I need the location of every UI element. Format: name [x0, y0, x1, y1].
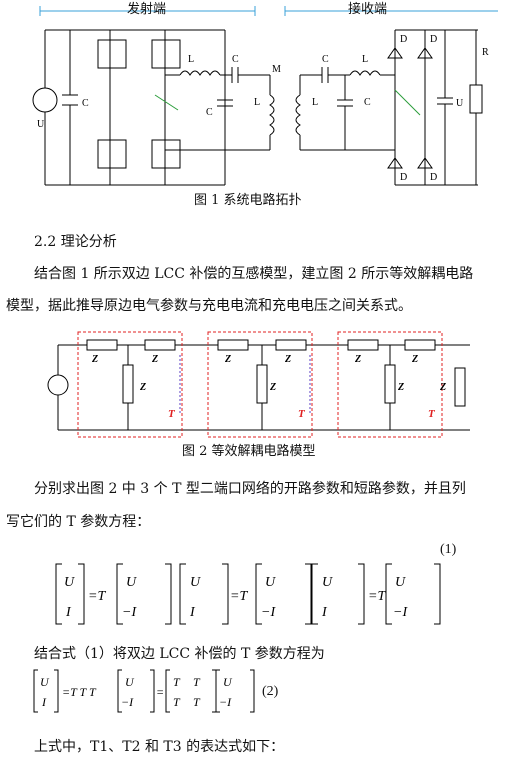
ubus-label: U [37, 119, 45, 130]
svg-text:=T: =T [368, 589, 386, 604]
svg-text:M: M [272, 64, 281, 75]
svg-text:=T: =T [230, 589, 248, 604]
svg-text:D: D [430, 172, 437, 183]
paragraph-2-line-1: 分别求出图 2 中 3 个 T 型二端口网络的开路参数和短路参数，并且列 [34, 481, 466, 497]
svg-text:T: T [168, 408, 176, 420]
svg-text:T: T [193, 695, 201, 709]
svg-text:T: T [193, 675, 201, 689]
svg-text:L: L [312, 97, 318, 108]
figure-2-caption: 图 2 等效解耦电路模型 [182, 444, 316, 459]
svg-text:U: U [223, 675, 233, 689]
svg-text:U: U [40, 675, 50, 689]
paragraph-4: 上式中，T1、T2 和 T3 的表达式如下： [34, 739, 285, 755]
figure-1-caption: 图 1 系统电路拓扑 [194, 193, 302, 208]
svg-text:I: I [65, 605, 72, 620]
svg-text:C: C [232, 54, 239, 65]
svg-text:U: U [456, 98, 464, 109]
paragraph-1-line-2: 模型，据此推导原边电气参数与充电电流和充电电压之间关系式。 [6, 298, 412, 314]
svg-text:U: U [190, 575, 201, 590]
rx-label: 接收端 [348, 2, 388, 17]
svg-text:Z: Z [139, 382, 146, 393]
section-heading: 2.2 理论分析 [34, 234, 117, 250]
svg-text:Z: Z [439, 382, 446, 393]
svg-text:U: U [64, 575, 75, 590]
figure-1-circuit-topology: U C L C C L M L C C L D D D D R U [32, 6, 498, 186]
svg-text:I: I [41, 695, 47, 709]
svg-text:L: L [188, 54, 194, 65]
svg-text:=T: =T [88, 589, 106, 604]
svg-text:U: U [126, 575, 137, 590]
svg-text:C: C [206, 107, 213, 118]
svg-text:=T T T: =T T T [62, 685, 97, 699]
svg-text:Z: Z [284, 354, 291, 365]
svg-text:U: U [125, 675, 135, 689]
svg-text:T: T [298, 408, 306, 420]
svg-text:T: T [173, 695, 181, 709]
svg-text:R: R [482, 47, 489, 58]
svg-text:Z: Z [397, 382, 404, 393]
paragraph-1-line-1: 结合图 1 所示双边 LCC 补偿的互感模型，建立图 2 所示等效解耦电路 [34, 266, 474, 282]
svg-text:U: U [265, 575, 276, 590]
svg-text:Z: Z [91, 354, 98, 365]
equation-2-number: (2) [262, 684, 279, 699]
svg-text:D: D [400, 34, 407, 45]
svg-text:T: T [428, 408, 436, 420]
svg-text:−I: −I [122, 605, 137, 620]
svg-text:−I: −I [261, 605, 276, 620]
figure-2-decoupled-circuit: Z Z Z Z Z Z Z Z Z Z T T T [47, 331, 470, 438]
equation-1-number: (1) [440, 542, 457, 557]
svg-text:C: C [364, 97, 371, 108]
svg-text:−I: −I [393, 605, 408, 620]
svg-text:T: T [173, 675, 181, 689]
tx-label: 发射端 [127, 2, 167, 17]
svg-text:−I: −I [219, 695, 232, 709]
equation-1: UI =T U−I UI =T U−I UI =T U−I [55, 563, 441, 625]
svg-text:C: C [82, 98, 89, 109]
paragraph-2-line-2: 写它们的 T 参数方程： [6, 514, 151, 530]
paragraph-3: 结合式（1）将双边 LCC 补偿的 T 参数方程为 [34, 646, 325, 662]
svg-text:I: I [189, 605, 196, 620]
svg-text:Z: Z [224, 354, 231, 365]
svg-text:D: D [430, 34, 437, 45]
svg-text:L: L [254, 97, 260, 108]
svg-text:U: U [395, 575, 406, 590]
svg-text:=: = [156, 685, 164, 699]
svg-text:D: D [400, 172, 407, 183]
svg-text:L: L [362, 54, 368, 65]
svg-text:Z: Z [411, 354, 418, 365]
svg-text:Z: Z [151, 354, 158, 365]
svg-text:Z: Z [269, 382, 276, 393]
svg-text:C: C [322, 54, 329, 65]
svg-text:−I: −I [121, 695, 134, 709]
svg-text:I: I [321, 605, 328, 620]
svg-text:Z: Z [354, 354, 361, 365]
svg-text:U: U [322, 575, 333, 590]
